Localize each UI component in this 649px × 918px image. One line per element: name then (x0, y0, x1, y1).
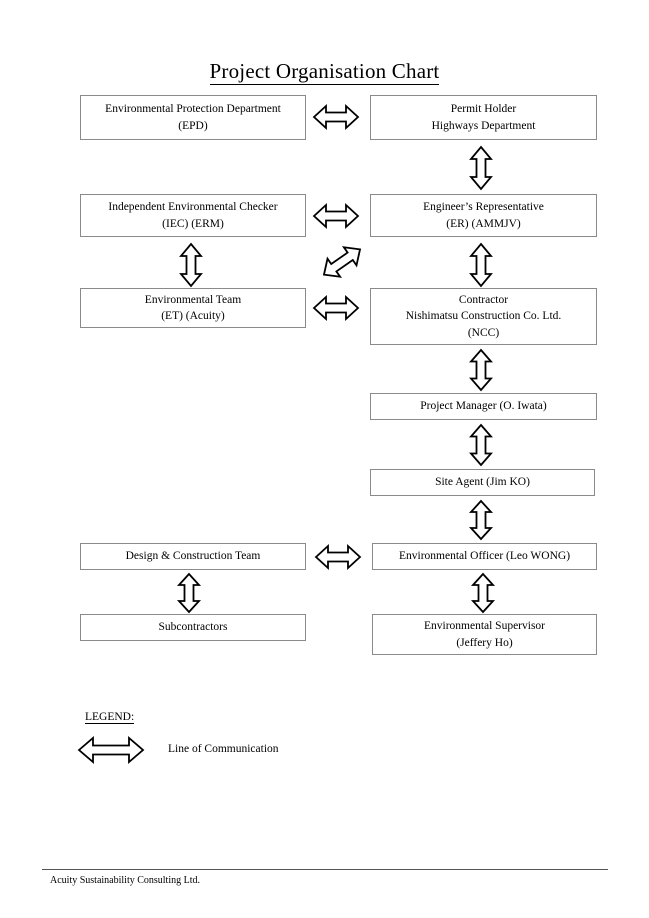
arrow-site-agent-environmental-officer (468, 499, 494, 541)
arrow-contractor-project-manager (468, 348, 494, 392)
node-environmental-supervisor[interactable]: Environmental Supervisor (Jeffery Ho) (372, 614, 597, 655)
arrow-et-contractor (312, 294, 360, 322)
legend-line-of-communication-label: Line of Communication (168, 743, 279, 755)
node-iec[interactable]: Independent Environmental Checker (IEC) … (80, 194, 306, 237)
node-contractor-line2: Nishimatsu Construction Co. Ltd. (405, 310, 562, 323)
arrow-iec-er (312, 202, 360, 230)
node-permit-holder-line2: Highways Department (431, 119, 536, 132)
node-design-construction-team[interactable]: Design & Construction Team (80, 543, 306, 570)
node-eo-line1: Environmental Officer (Leo WONG) (398, 550, 571, 563)
legend-heading-text: LEGEND: (85, 711, 135, 724)
node-er-line2: (ER) (AMMJV) (446, 217, 521, 230)
node-epd-line2: (EPD) (178, 119, 208, 132)
arrow-environmental-officer-supervisor (470, 572, 496, 614)
legend-line-of-communication-icon (77, 735, 145, 765)
arrow-project-manager-site-agent (468, 423, 494, 467)
node-epd-line1: Environmental Protection Department (105, 103, 281, 115)
page-title-text: Project Organisation Chart (209, 59, 440, 85)
node-et-line2: (ET) (Acuity) (161, 310, 225, 322)
node-contractor[interactable]: Contractor Nishimatsu Construction Co. L… (370, 288, 597, 345)
node-environmental-officer[interactable]: Environmental Officer (Leo WONG) (372, 543, 597, 570)
node-subcontractors-line1: Subcontractors (158, 621, 228, 634)
node-site-agent[interactable]: Site Agent (Jim KO) (370, 469, 595, 496)
node-permit-holder-line1: Permit Holder (450, 103, 517, 115)
node-environmental-team[interactable]: Environmental Team (ET) (Acuity) (80, 288, 306, 328)
footer-divider (42, 869, 608, 870)
arrow-design-subcontractors (176, 572, 202, 614)
node-project-manager-line1: Project Manager (O. Iwata) (420, 400, 547, 413)
node-contractor-line3: (NCC) (467, 326, 500, 339)
node-contractor-line1: Contractor (458, 293, 509, 306)
node-es-line2: (Jeffery Ho) (456, 636, 513, 649)
arrow-iec-et (178, 242, 204, 288)
node-engineers-representative[interactable]: Engineer’s Representative (ER) (AMMJV) (370, 194, 597, 237)
node-subcontractors[interactable]: Subcontractors (80, 614, 306, 641)
node-permit-holder[interactable]: Permit Holder Highways Department (370, 95, 597, 140)
node-project-manager[interactable]: Project Manager (O. Iwata) (370, 393, 597, 420)
node-design-line1: Design & Construction Team (125, 550, 261, 563)
legend-heading: LEGEND: (85, 710, 135, 725)
arrow-epd-permit-holder (312, 103, 360, 131)
footer-text: Acuity Sustainability Consulting Ltd. (50, 875, 200, 886)
node-iec-line2: (IEC) (ERM) (162, 217, 224, 230)
node-epd[interactable]: Environmental Protection Department (EPD… (80, 95, 306, 140)
node-es-line1: Environmental Supervisor (423, 620, 546, 632)
node-et-line1: Environmental Team (144, 293, 242, 306)
node-iec-line1: Independent Environmental Checker (108, 201, 278, 213)
node-site-agent-line1: Site Agent (Jim KO) (435, 476, 530, 489)
arrow-design-environmental-officer (314, 543, 362, 571)
page-title: Project Organisation Chart (0, 58, 649, 85)
arrow-iec-contractor-diagonal (318, 240, 366, 284)
arrow-er-contractor (468, 242, 494, 288)
node-er-line1: Engineer’s Representative (423, 201, 544, 213)
arrow-permit-holder-er (468, 145, 494, 191)
